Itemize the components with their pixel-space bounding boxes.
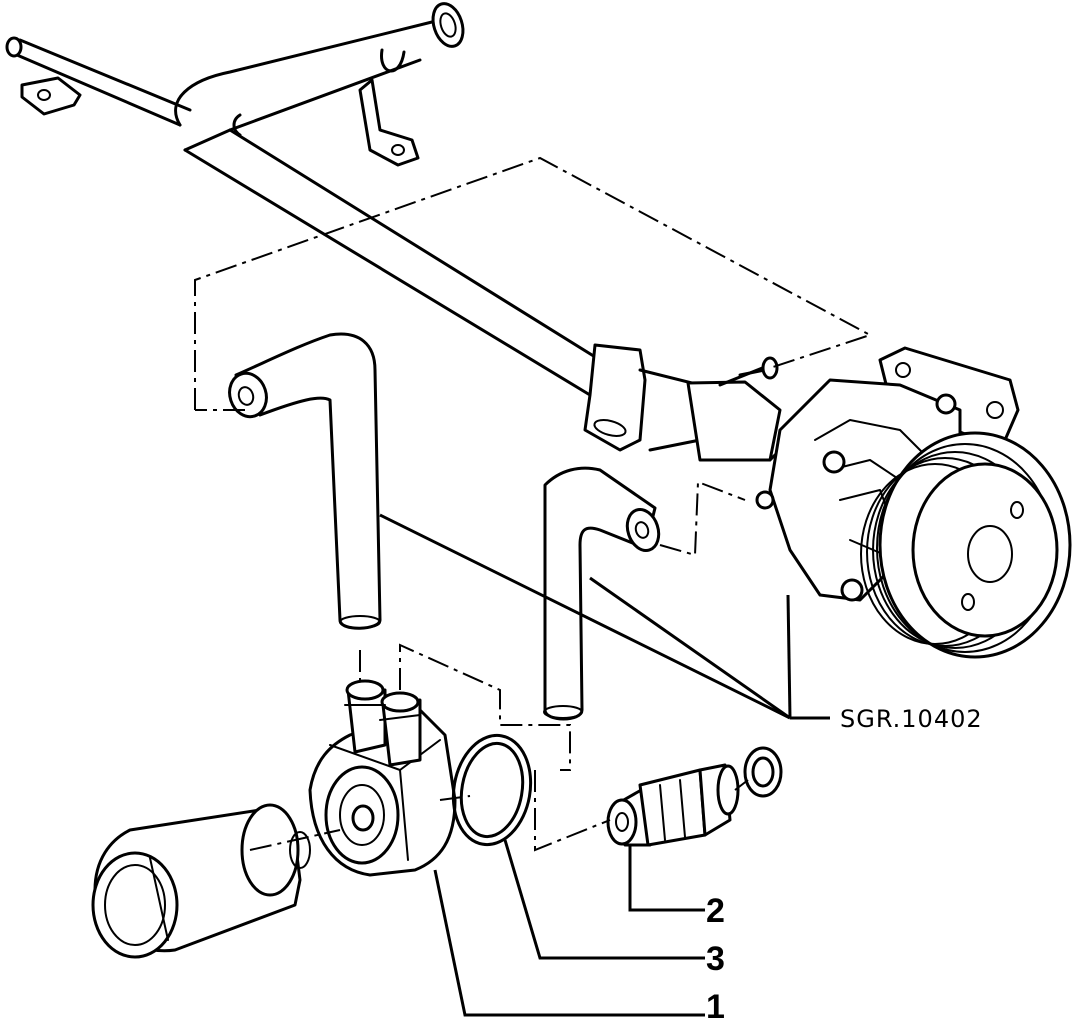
callout-1: 1 (706, 988, 725, 1023)
reference-code: SGR.10402 (840, 705, 983, 733)
assembly-lines (194, 156, 873, 852)
callout-2: 2 (706, 892, 725, 930)
upper-water-pipe (5, 2, 602, 397)
leader-lines (379, 513, 830, 1017)
sealing-washer (743, 746, 783, 798)
oil-cooler-adapter (308, 679, 457, 877)
pump-outlet-neck (583, 343, 792, 462)
hose-left (228, 332, 382, 630)
union-fitting (606, 763, 740, 847)
o-ring-seal (451, 733, 533, 847)
oil-filter (91, 803, 311, 959)
callout-3: 3 (706, 940, 725, 978)
water-pump (755, 346, 1072, 659)
hose-right (543, 466, 661, 721)
